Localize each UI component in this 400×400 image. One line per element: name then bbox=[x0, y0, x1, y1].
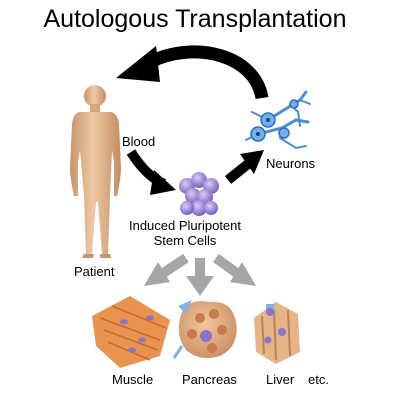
muscle-label: Muscle bbox=[112, 372, 154, 387]
diagram-title: Autologous Transplantation bbox=[43, 5, 347, 33]
ipsc-label-line1: Induced Pluripotent bbox=[128, 218, 242, 233]
liver-label: Liver bbox=[266, 372, 295, 387]
muscle-tissue-icon bbox=[92, 296, 170, 368]
blood-to-ipsc-arrow bbox=[126, 149, 176, 195]
ipsc-to-neurons-arrow bbox=[224, 150, 264, 184]
pancreas-label: Pancreas bbox=[182, 372, 237, 387]
human-body-icon bbox=[70, 85, 121, 258]
neuron-cells-icon bbox=[245, 90, 311, 150]
etc-label: etc. bbox=[308, 372, 329, 387]
ipsc-label-line2: Stem Cells bbox=[153, 233, 217, 248]
return-arrow bbox=[116, 45, 269, 100]
liver-tissue-icon bbox=[254, 302, 300, 364]
ipsc-label: Induced Pluripotent Stem Cells bbox=[120, 218, 250, 248]
cell-cluster-icon bbox=[179, 172, 219, 216]
differentiation-arrow-center bbox=[186, 258, 214, 296]
differentiation-arrow-right bbox=[213, 253, 256, 286]
differentiation-arrow-left bbox=[144, 253, 189, 286]
blood-label: Blood bbox=[122, 134, 156, 149]
pancreas-tissue-icon bbox=[172, 300, 237, 359]
patient-label: Patient bbox=[74, 264, 115, 279]
neurons-label: Neurons bbox=[266, 156, 316, 171]
